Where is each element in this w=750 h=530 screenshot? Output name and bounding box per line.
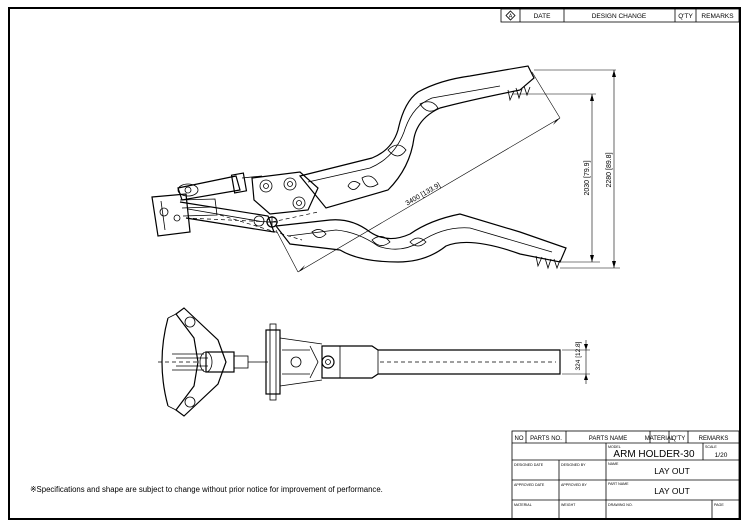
top-view — [158, 307, 590, 417]
width-dimension-label: 324 [12.8] — [575, 341, 582, 370]
revision-change-header: DESIGN CHANGE — [592, 13, 647, 20]
title-header-parts-no: PARTS NO. — [530, 436, 562, 442]
reach-dimension-line — [297, 117, 561, 273]
top-knuckle-plates — [265, 329, 281, 395]
designed-by-caption: DESIGNED BY — [561, 463, 586, 467]
approved-date-caption: APPROVED DATE — [514, 483, 545, 487]
side-view — [151, 65, 620, 273]
sheet-border — [8, 7, 741, 520]
performance-note: ※Specifications and shape are subject to… — [30, 485, 383, 494]
title-header-parts-name: PARTS NAME — [589, 436, 627, 442]
lower-arm-folded — [274, 213, 567, 263]
revision-date-header: DATE — [534, 13, 552, 20]
height-a-dimension-label: 2030 [79.9] — [584, 160, 591, 195]
model-caption: MODEL — [608, 445, 621, 449]
drawing-no-caption: DRAWING NO. — [608, 503, 633, 507]
height-b-dimension-label: 2280 [89.8] — [606, 152, 613, 187]
knuckle-block — [251, 171, 319, 215]
title-header-material: MATERIAL — [645, 436, 675, 442]
title-header-no: NO — [515, 436, 524, 442]
revision-block: A DATE DESIGN CHANGE Q'TY REMARKS — [500, 8, 740, 23]
scale-value: 1/20 — [715, 452, 728, 459]
page-caption: PAGE — [714, 503, 724, 507]
top-boom — [321, 345, 561, 379]
title-header-qty: Q'TY — [672, 436, 685, 442]
upper-arm — [298, 65, 535, 209]
name-caption: NAME — [608, 462, 619, 466]
revision-qty-header: Q'TY — [678, 13, 693, 20]
approved-by-caption: APPROVED BY — [561, 483, 587, 487]
lower-link — [179, 201, 275, 233]
revision-triangle-icon — [505, 10, 516, 21]
part-name-value: LAY OUT — [654, 486, 690, 496]
hydraulic-cylinder — [177, 175, 241, 201]
weight-caption: WEIGHT — [561, 503, 576, 507]
base-bracket — [151, 193, 191, 237]
revision-symbol: A — [509, 14, 513, 20]
material-caption: MATERIAL — [514, 503, 532, 507]
name-value: LAY OUT — [654, 466, 690, 476]
designed-date-caption: DESIGNED DATE — [514, 463, 544, 467]
scale-caption: SCALE — [705, 445, 717, 449]
title-block — [511, 430, 740, 520]
reach-dimension-label: 3400 [133.9] — [405, 182, 442, 208]
title-header-remarks: REMARKS — [699, 436, 729, 442]
part-name-caption: PART NAME — [608, 482, 629, 486]
model-value: ARM HOLDER-30 — [613, 449, 695, 460]
wing-plate — [175, 307, 227, 417]
revision-remarks-header: REMARKS — [701, 13, 734, 20]
